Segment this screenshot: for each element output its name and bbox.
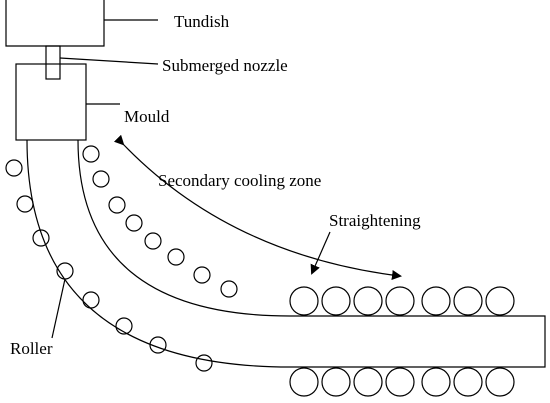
roller: [220, 280, 238, 298]
roller: [353, 286, 383, 316]
roller: [321, 367, 351, 397]
roller: [385, 286, 415, 316]
roller: [321, 286, 351, 316]
roller: [125, 214, 143, 232]
roller: [115, 317, 133, 335]
roller: [421, 367, 451, 397]
secondary-cooling-label: Secondary cooling zone: [158, 171, 321, 190]
straightening-arrow: [310, 231, 331, 275]
roller: [32, 229, 50, 247]
roller: [193, 266, 211, 284]
roller: [108, 196, 126, 214]
inner-rollers: [82, 145, 238, 298]
roller: [485, 286, 515, 316]
strand: [26, 139, 546, 368]
roller: [289, 367, 319, 397]
roller: [16, 195, 34, 213]
roller-label: Roller: [10, 339, 53, 358]
mould-label: Mould: [124, 107, 170, 126]
submerged-nozzle-label: Submerged nozzle: [162, 56, 288, 75]
roller: [144, 232, 162, 250]
roller-leader: [51, 278, 66, 339]
straightening-label: Straightening: [329, 211, 421, 230]
roller: [149, 336, 167, 354]
roller: [82, 291, 100, 309]
roller: [385, 367, 415, 397]
roller: [92, 170, 110, 188]
outer-rollers: [5, 159, 213, 372]
roller: [453, 286, 483, 316]
roller: [82, 145, 100, 163]
mould: [15, 63, 87, 141]
roller: [353, 367, 383, 397]
secondary-cooling-arrow: [113, 134, 402, 280]
tundish: [5, 0, 105, 47]
roller: [195, 354, 213, 372]
submerged-nozzle: [45, 45, 61, 80]
roller: [5, 159, 23, 177]
roller: [453, 367, 483, 397]
roller: [421, 286, 451, 316]
tundish-label: Tundish: [174, 12, 230, 31]
roller: [289, 286, 319, 316]
roller: [485, 367, 515, 397]
bottom-straight-rollers: [289, 367, 515, 397]
top-straight-rollers: [289, 286, 515, 316]
roller: [167, 248, 185, 266]
nozzle-leader: [59, 57, 159, 65]
